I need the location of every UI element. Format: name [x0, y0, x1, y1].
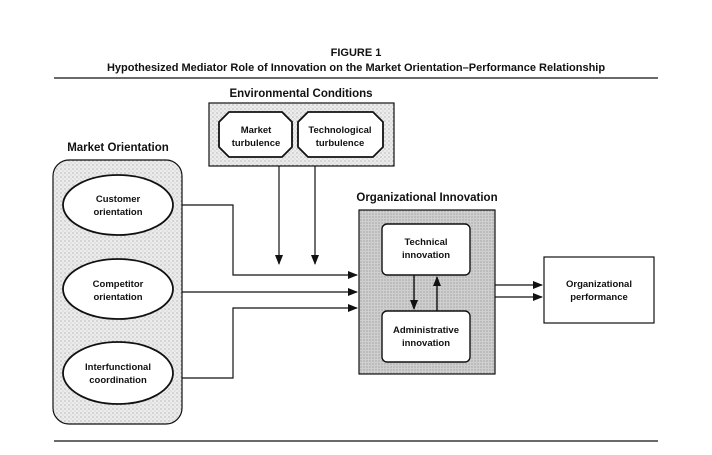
customer-orientation-ellipse [62, 174, 174, 236]
market-orientation-heading: Market Orientation [67, 142, 169, 154]
market-turbulence-label: Market [241, 125, 272, 136]
administrative-innovation-label: Administrative [393, 325, 459, 336]
interfunctional-coordination-label: Interfunctional [85, 362, 151, 373]
administrative-innovation-box [381, 310, 471, 363]
figure-label: FIGURE 1 [331, 47, 382, 59]
competitor-orientation-label: orientation [93, 292, 142, 303]
figure-title: Hypothesized Mediator Role of Innovation… [107, 62, 605, 74]
competitor-orientation-ellipse [62, 258, 174, 320]
performance-label: Organizational [566, 279, 632, 290]
innovation-heading: Organizational Innovation [356, 192, 497, 204]
market-turbulence-label: turbulence [232, 138, 281, 149]
technological-turbulence-label: turbulence [316, 138, 365, 149]
environment-heading: Environmental Conditions [229, 88, 372, 100]
interfunctional-coordination-label: coordination [89, 375, 147, 386]
customer-orientation-label: orientation [93, 207, 142, 218]
technological-turbulence-octagon [297, 111, 384, 158]
customer-orientation-label: Customer [96, 194, 141, 205]
competitor-orientation-label: Competitor [93, 279, 144, 290]
technical-innovation-label: Technical [404, 237, 447, 248]
performance-label: performance [570, 292, 628, 303]
technical-innovation-label: innovation [402, 250, 450, 261]
market-turbulence-octagon [218, 111, 293, 158]
customer-to-innovation-arrow [182, 204, 358, 279]
administrative-innovation-label: innovation [402, 338, 450, 349]
interfunctional-to-innovation-arrow [182, 304, 358, 379]
performance-box [543, 256, 655, 324]
technological-turbulence-label: Technological [308, 125, 371, 136]
interfunctional-coordination-ellipse [62, 341, 174, 405]
technical-innovation-box [381, 223, 471, 276]
